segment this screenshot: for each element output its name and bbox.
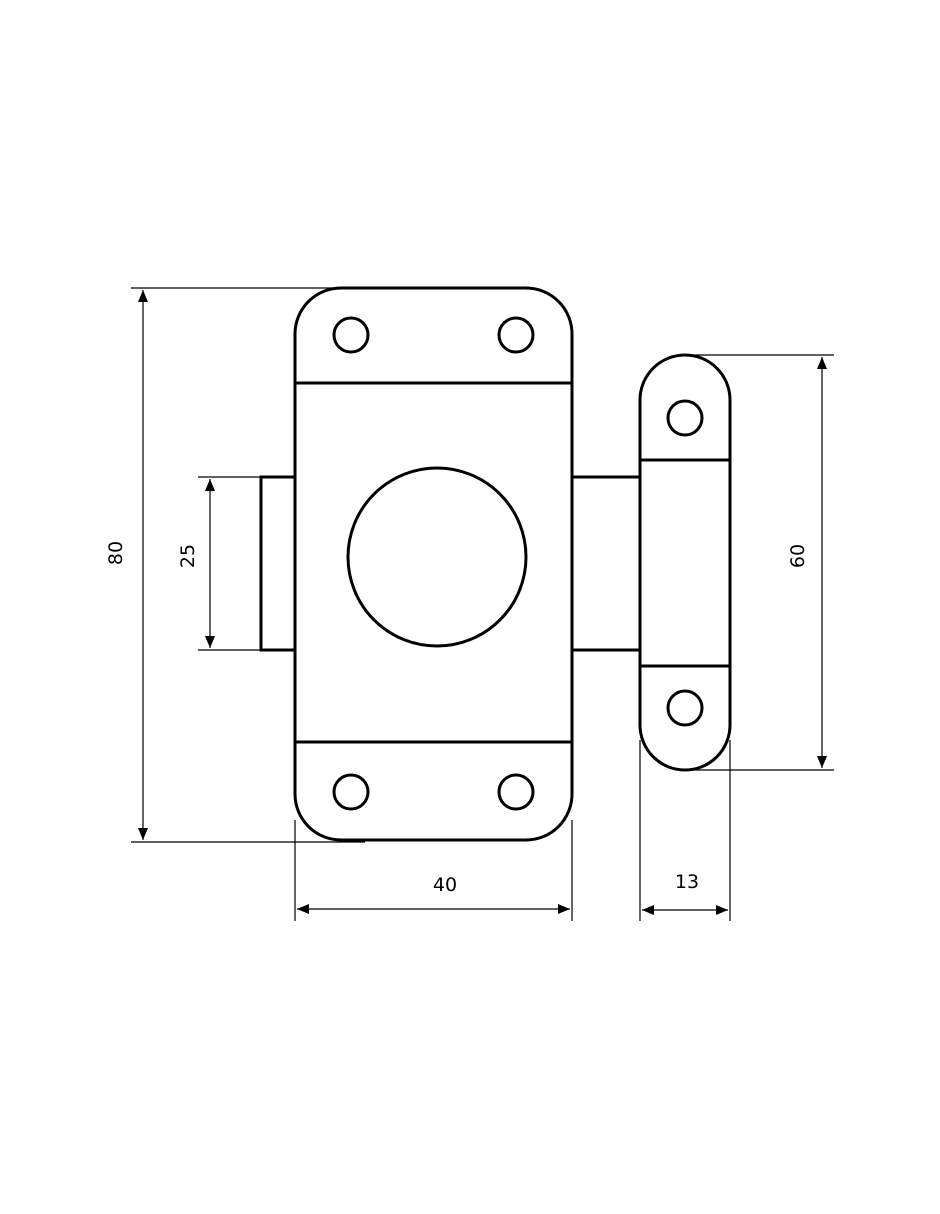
screw-hole-icon	[497, 316, 535, 354]
dimension-label-80: 80	[105, 541, 127, 565]
dimension-label-60: 60	[787, 544, 809, 568]
dimension-40: 40	[294, 820, 573, 921]
screw-hole-icon	[666, 399, 704, 437]
dimension-label-40: 40	[433, 874, 457, 896]
screw-hole-icon	[497, 773, 535, 811]
dimension-80: 80	[105, 287, 365, 843]
bolt-left-end	[259, 475, 295, 652]
dimension-label-13: 13	[675, 871, 699, 893]
bolt	[259, 475, 640, 652]
keeper-outline	[638, 353, 732, 772]
screw-hole-icon	[332, 773, 370, 811]
screw-hole-icon	[332, 316, 370, 354]
knob	[346, 466, 528, 648]
dimension-60: 60	[685, 354, 834, 771]
dimension-13: 13	[639, 740, 731, 921]
dimension-label-25: 25	[177, 544, 199, 568]
keeper	[638, 353, 732, 772]
lock-body	[293, 286, 574, 842]
dimension-25: 25	[177, 476, 261, 651]
body-outline	[293, 286, 574, 842]
screw-hole-icon	[666, 689, 704, 727]
